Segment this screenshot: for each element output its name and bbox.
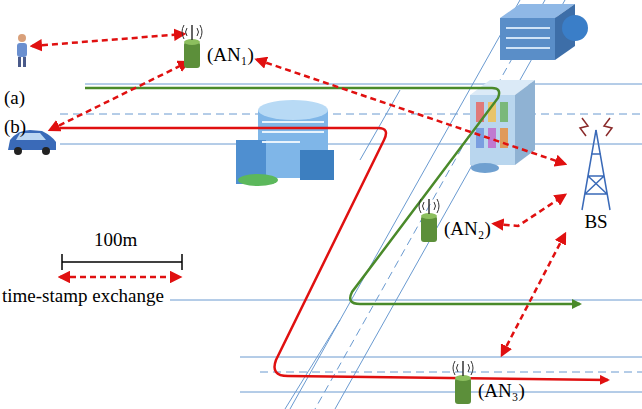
node-label: BS xyxy=(584,212,607,233)
building-top-right xyxy=(500,4,588,60)
anchor-node-icon xyxy=(451,358,475,406)
timestamp-exchange xyxy=(32,34,188,130)
trajectory-label: (b) xyxy=(4,117,26,138)
trajectory-label: (a) xyxy=(4,88,25,109)
office-building xyxy=(236,100,334,186)
timestamp-link xyxy=(494,195,565,226)
road-lines xyxy=(60,0,642,409)
node-label: (AN₃) xyxy=(478,381,525,402)
legend-sample xyxy=(54,268,194,286)
scale-label: 100m xyxy=(94,230,137,251)
trajectory-a xyxy=(85,88,580,304)
trajectory-b xyxy=(60,128,608,380)
pedestrian xyxy=(17,34,27,67)
legend-entry: time-stamp exchange xyxy=(2,268,194,307)
anchor-node: (AN₃) xyxy=(451,358,525,406)
base-station: BS xyxy=(568,116,624,233)
anchor-node: (AN₁) xyxy=(180,22,254,70)
scale-bar xyxy=(62,254,182,270)
node-label: (AN₂) xyxy=(444,219,491,240)
anchor-node: (AN₂) xyxy=(417,196,491,244)
shopping-building xyxy=(470,80,535,173)
timestamp-link xyxy=(502,234,565,355)
anchor-node-icon xyxy=(417,196,441,244)
base-station-icon xyxy=(568,116,624,212)
timestamp-link xyxy=(257,60,565,164)
anchor-node-icon xyxy=(180,22,204,70)
node-label: (AN₁) xyxy=(207,45,254,66)
legend-text: time-stamp exchange xyxy=(2,286,194,307)
